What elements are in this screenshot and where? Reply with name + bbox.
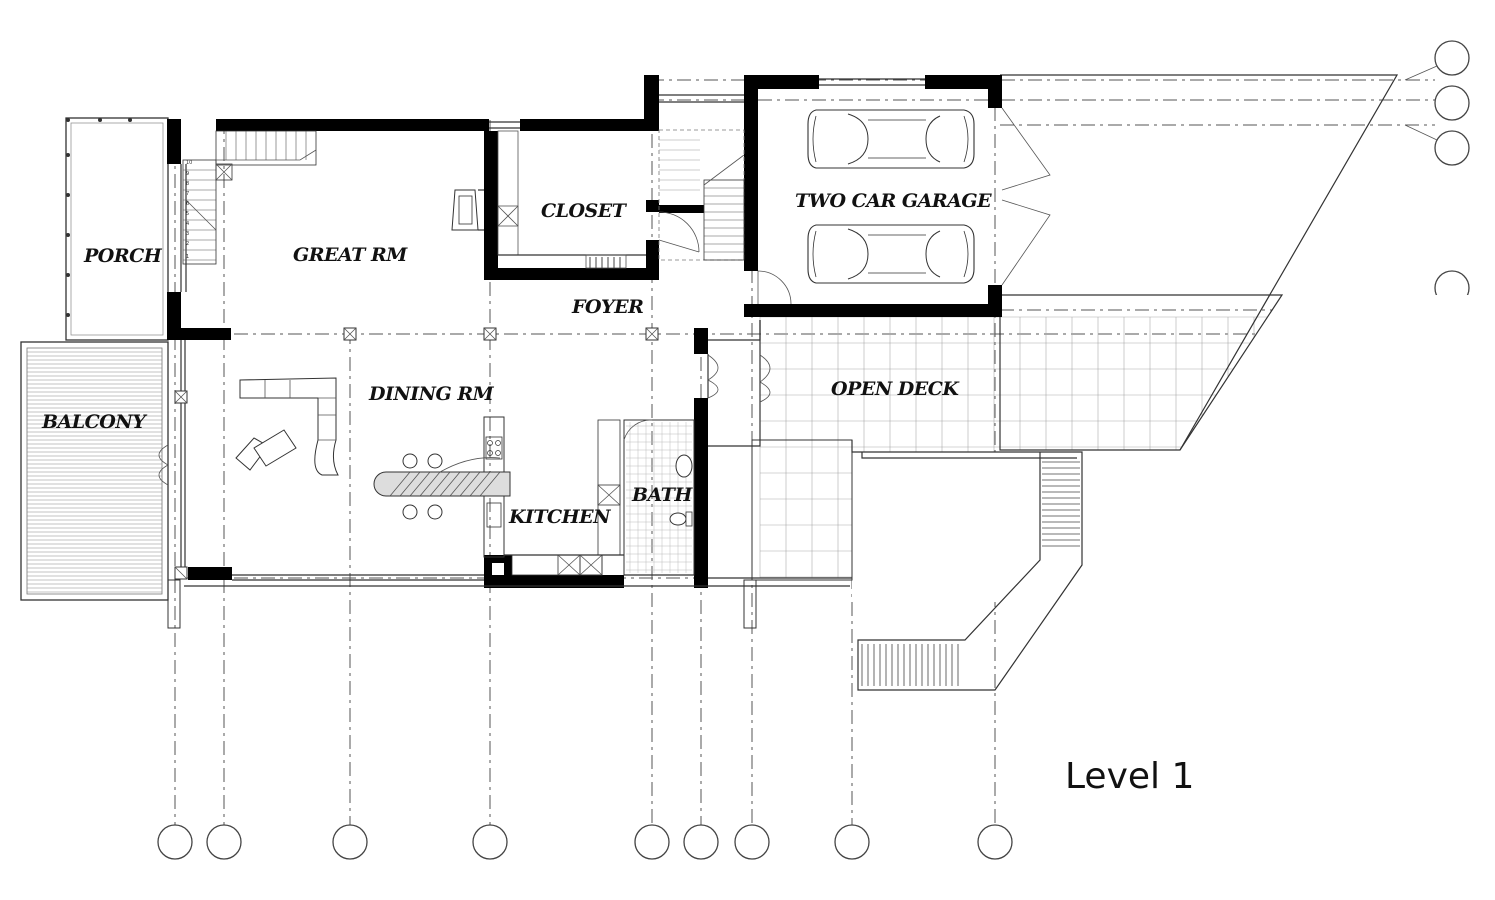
great-rm-stair: 10 9 8 7 6 5 4 3 2 1 [182,130,317,265]
level-title: Level 1 [1065,756,1194,797]
car-icon [807,224,975,284]
living-furniture [235,377,339,476]
room-label-closet: CLOSET [541,200,628,222]
balcony [20,341,169,601]
room-label-open-deck: OPEN DECK [831,378,960,400]
room-label-porch: PORCH [83,245,163,267]
stair-number: 3 [186,231,189,237]
foyer-stair [658,129,745,261]
kitchen-fixtures [373,416,624,576]
room-label-foyer: FOYER [571,296,643,318]
room-label-great-rm: GREAT RM [293,244,408,266]
stair-number: 9 [186,171,189,177]
stair-number: 1 [186,254,189,260]
stair-number: 8 [186,181,189,187]
car-icon [807,109,975,169]
thin-outlines [158,78,1051,629]
stair-number: 2 [186,241,189,247]
column-markers [174,327,659,580]
room-label-balcony: BALCONY [41,411,148,433]
porch [65,117,169,341]
room-label-dining-rm: DINING RM [368,383,495,405]
stair-number: 7 [186,191,189,197]
room-label-bath: BATH [631,484,693,506]
stair-number: 6 [186,201,189,207]
walls [167,75,1002,588]
stair-number: 4 [186,221,189,227]
room-label-two-car-garage: TWO CAR GARAGE [795,190,992,212]
open-deck [751,74,1495,691]
room-label-kitchen: KITCHEN [508,506,611,528]
stair-number: 5 [186,211,189,217]
bath-fixtures [623,419,695,576]
stair-number: 10 [186,160,192,166]
